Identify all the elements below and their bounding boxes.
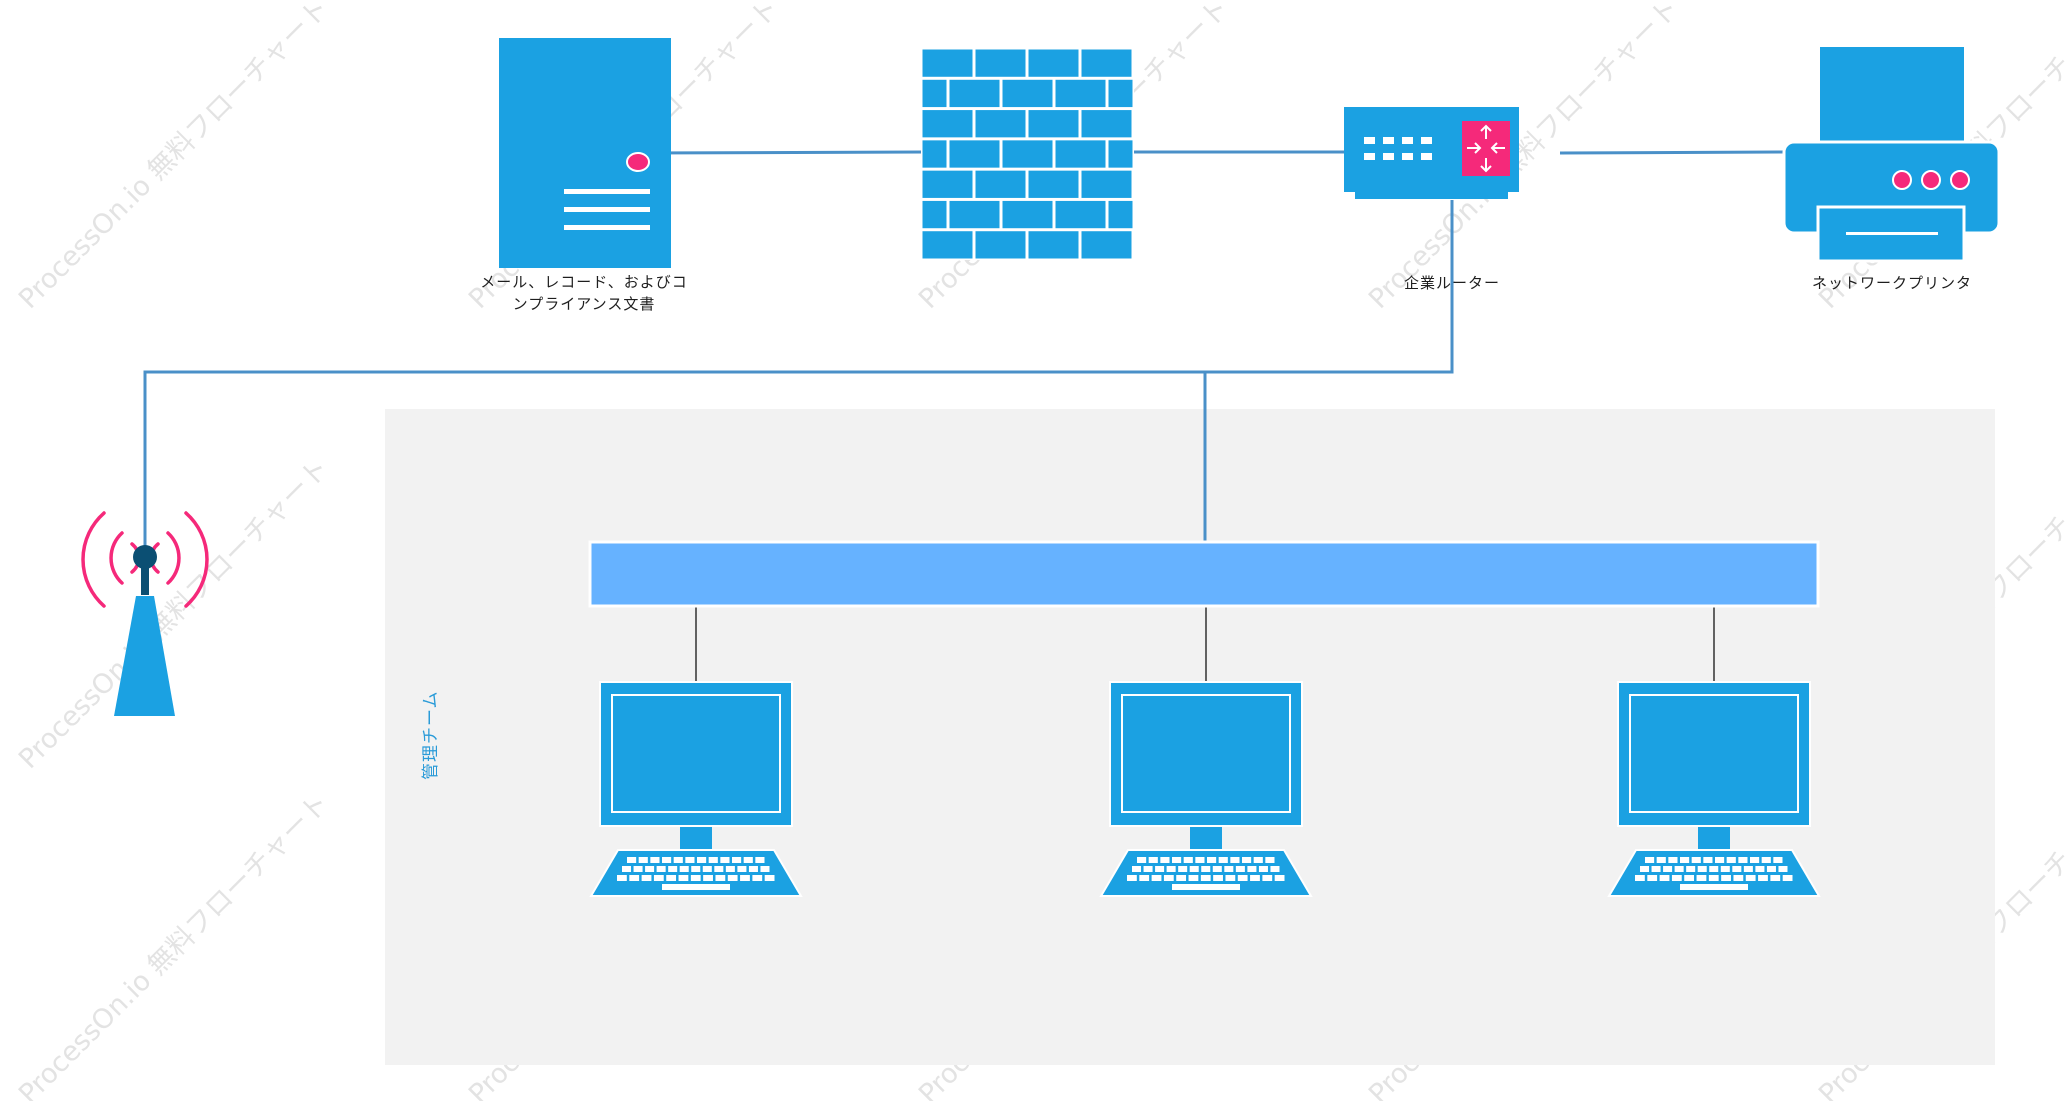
- firewall-brick: [1028, 231, 1079, 259]
- firewall-brick: [949, 200, 1000, 229]
- firewall-brick: [922, 110, 973, 138]
- firewall-brick: [949, 79, 1000, 108]
- group-label: 管理チーム: [421, 691, 441, 781]
- firewall-brick: [1002, 200, 1053, 229]
- monitor-screen: [611, 694, 781, 813]
- watermark-text: ProcessOn.io 無料フローチャート: [13, 788, 335, 1101]
- router-icon: [1344, 107, 1519, 199]
- router-label: 企業ルーター: [1404, 274, 1500, 292]
- switch-drop-lines: [695, 606, 1715, 683]
- desktop-computer-icon: [1607, 681, 1821, 897]
- watermark-text: ProcessOn.io 無料フローチャート: [13, 453, 335, 775]
- firewall-brick: [1028, 110, 1079, 138]
- firewall-brick: [975, 170, 1026, 198]
- watermark-text: ProcessOn.io 無料フローチャート: [13, 0, 335, 315]
- keyboard-keys: [1635, 857, 1793, 881]
- desktop-computer-icon: [589, 681, 803, 897]
- firewall-brick: [1081, 110, 1132, 138]
- firewall-brick: [1081, 231, 1132, 259]
- firewall-brick: [949, 140, 1000, 168]
- firewall-brick: [975, 110, 1026, 138]
- firewall-brick: [1002, 79, 1053, 108]
- keyboard-spacebar: [1172, 884, 1240, 890]
- router-ports: [1364, 137, 1432, 160]
- desktop-computer-icon: [1099, 681, 1313, 897]
- keyboard-keys: [1127, 857, 1285, 881]
- link-router-printer: [1559, 150, 1786, 155]
- server-label-line2: ンプライアンス文書: [513, 295, 656, 313]
- switch-bar: [588, 540, 1820, 608]
- wireless-antenna-icon: [81, 511, 209, 716]
- firewall-brick: [1108, 140, 1133, 168]
- firewall-icon: [921, 48, 1134, 260]
- firewall-brick: [1081, 49, 1132, 77]
- monitor-stand: [680, 827, 712, 849]
- monitor-stand: [1190, 827, 1222, 849]
- link-router-antenna: [143, 200, 1454, 550]
- server-icon: [499, 38, 671, 268]
- link-server-firewall: [641, 150, 926, 155]
- firewall-brick: [1055, 140, 1106, 168]
- firewall-brick: [1108, 200, 1133, 229]
- monitor-stand: [1698, 827, 1730, 849]
- firewall-brick: [922, 170, 973, 198]
- firewall-brick: [1002, 140, 1053, 168]
- firewall-brick: [922, 140, 947, 168]
- firewall-brick: [922, 231, 973, 259]
- firewall-brick: [922, 79, 947, 108]
- router-arrows: [1467, 124, 1505, 173]
- firewall-brick: [975, 231, 1026, 259]
- firewall-brick: [1108, 79, 1133, 108]
- connection-lines: [143, 150, 1786, 550]
- keyboard-spacebar: [1680, 884, 1748, 890]
- printer-icon: [1782, 47, 2001, 263]
- server-label-line1: メール、レコード、およびコ: [480, 273, 687, 291]
- firewall-brick: [1028, 170, 1079, 198]
- firewall-brick: [975, 49, 1026, 77]
- firewall-brick: [1055, 200, 1106, 229]
- printer-label: ネットワークプリンタ: [1812, 274, 1972, 292]
- keyboard-keys: [617, 857, 775, 881]
- monitor-screen: [1121, 694, 1291, 813]
- monitor-screen: [1629, 694, 1799, 813]
- firewall-brick: [922, 200, 947, 229]
- firewall-brick: [1028, 49, 1079, 77]
- keyboard-spacebar: [662, 884, 730, 890]
- firewall-brick: [1081, 170, 1132, 198]
- firewall-brick: [1055, 79, 1106, 108]
- firewall-brick: [922, 49, 973, 77]
